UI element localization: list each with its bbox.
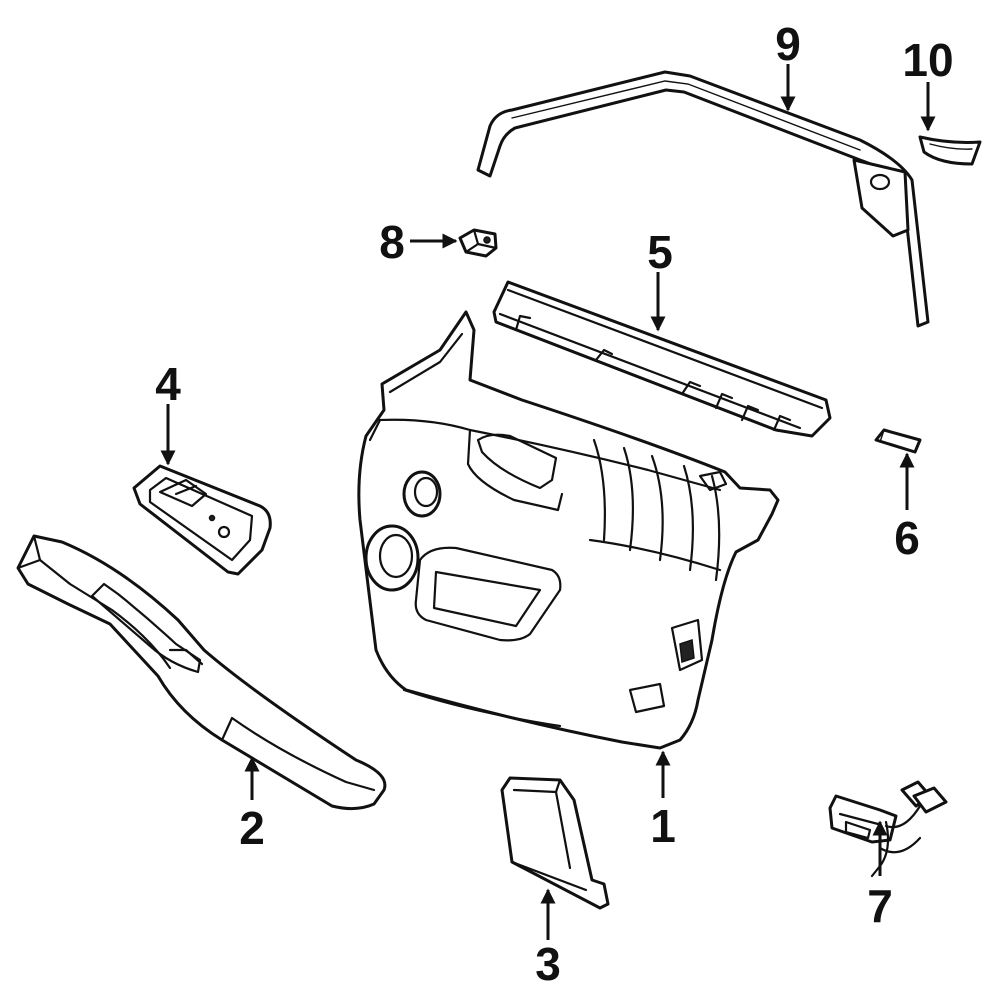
leader-lines <box>160 64 936 940</box>
part-2-armrest <box>16 534 387 811</box>
callout-10: 10 <box>902 34 953 86</box>
part-7-switch-harness <box>828 780 948 878</box>
callout-6: 6 <box>894 512 920 564</box>
part-3-bracket <box>500 776 610 910</box>
part-10-molding-clip <box>918 135 982 166</box>
part-4-switch-bezel <box>132 464 272 576</box>
callout-9: 9 <box>775 18 801 70</box>
callout-8: 8 <box>379 216 405 268</box>
part-1-door-trim-panel <box>357 310 780 750</box>
callout-5: 5 <box>647 226 673 278</box>
callout-4: 4 <box>155 358 181 410</box>
part-5-sill-strip <box>492 280 832 438</box>
callout-labels: 1 2 3 4 5 6 7 8 9 10 <box>155 18 953 990</box>
callout-3: 3 <box>535 938 561 990</box>
part-8-retainer <box>458 228 498 258</box>
callout-1: 1 <box>650 800 676 852</box>
part-6-pad <box>874 428 922 454</box>
callout-7: 7 <box>867 880 893 932</box>
part-9-window-molding <box>476 70 930 328</box>
callout-2: 2 <box>239 802 265 854</box>
